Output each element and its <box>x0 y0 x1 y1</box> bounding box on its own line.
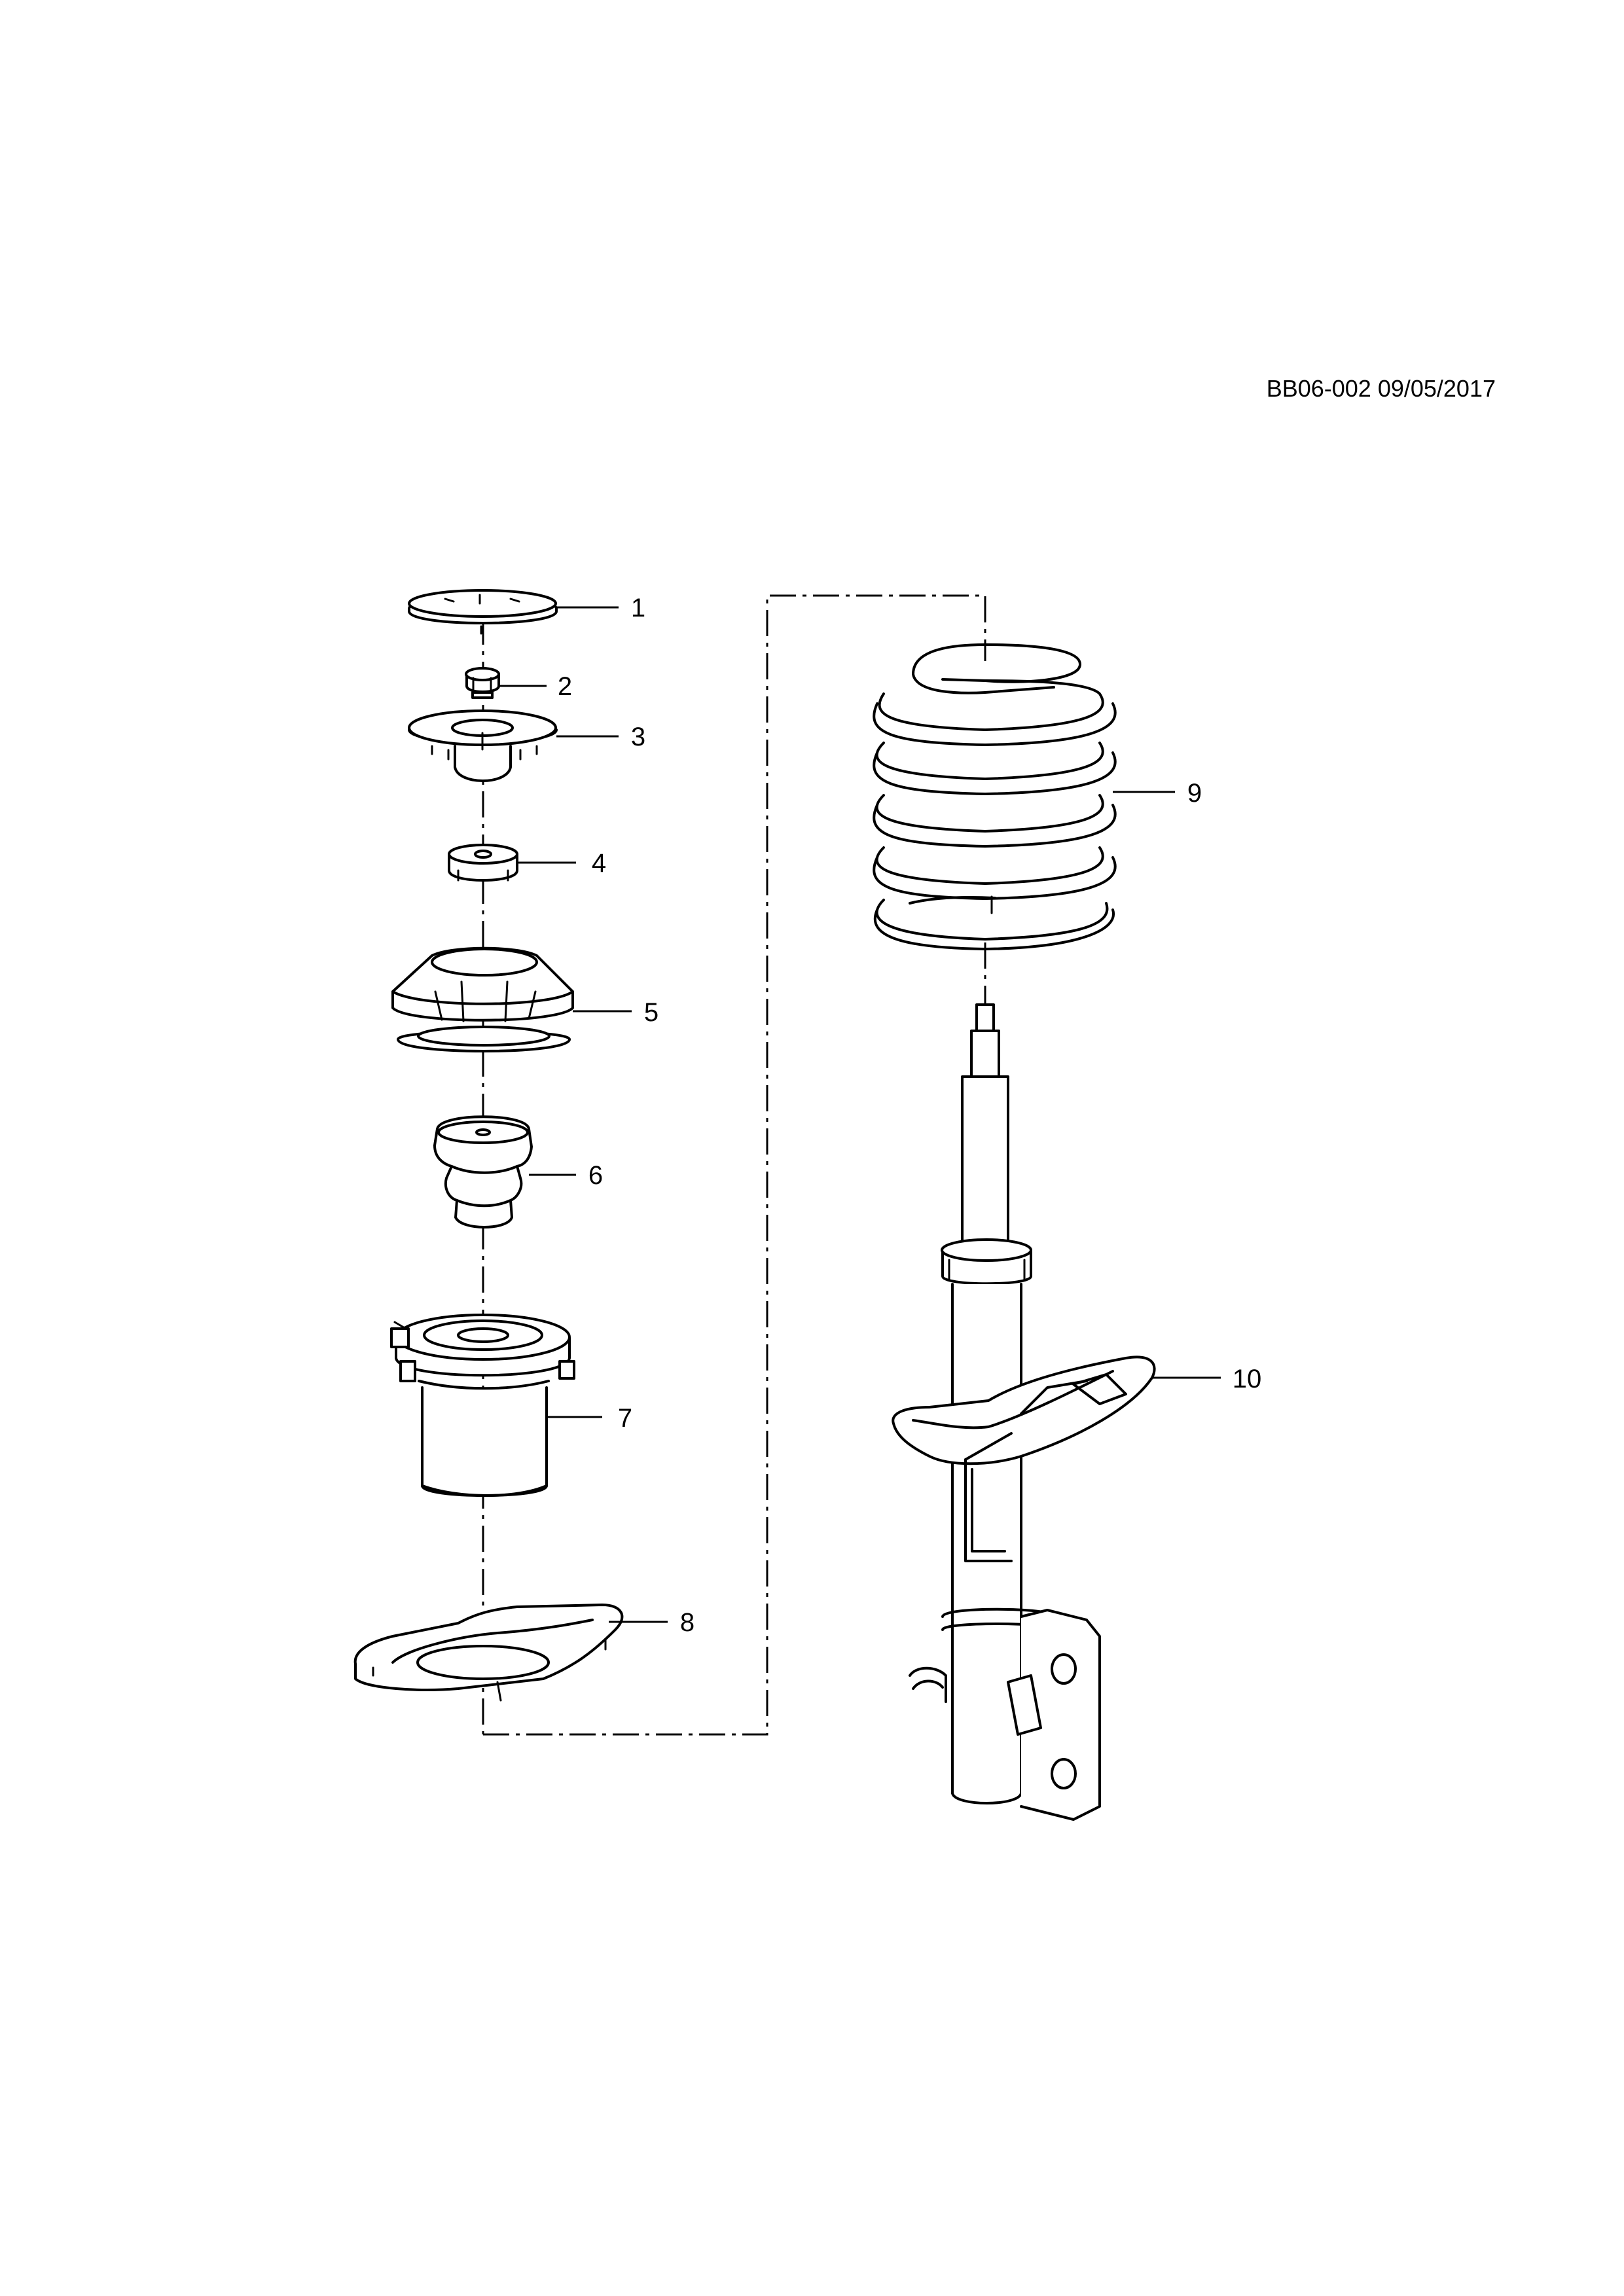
part-6-bump-stop <box>433 1115 533 1229</box>
callout-5: 5 <box>644 998 659 1027</box>
part-7-dust-boot <box>390 1314 575 1497</box>
part-1-top-cap <box>408 589 558 635</box>
callout-1: 1 <box>631 594 645 622</box>
part-8-lower-spring-pad <box>353 1604 624 1702</box>
callout-4: 4 <box>592 849 606 878</box>
callout-10: 10 <box>1233 1365 1262 1393</box>
assembly-centerlines <box>482 594 986 1736</box>
callout-2: 2 <box>558 672 572 701</box>
callout-numbers: 1 2 3 4 5 6 7 8 9 10 <box>558 594 1261 1637</box>
callout-8: 8 <box>680 1608 695 1637</box>
part-4-bushing <box>448 844 518 882</box>
part-5-bearing-seat <box>391 946 574 1052</box>
part-3-mount-plate <box>408 709 558 782</box>
leader-lines <box>499 606 1221 1623</box>
part-9-coil-spring <box>873 643 1117 950</box>
part-10-strut-assembly <box>892 994 1156 1821</box>
callout-9: 9 <box>1187 779 1202 808</box>
callout-6: 6 <box>588 1161 603 1190</box>
document-reference: BB06-002 09/05/2017 <box>1267 375 1496 402</box>
callout-7: 7 <box>618 1404 632 1433</box>
part-2-nut <box>465 667 500 699</box>
callout-3: 3 <box>631 723 645 751</box>
